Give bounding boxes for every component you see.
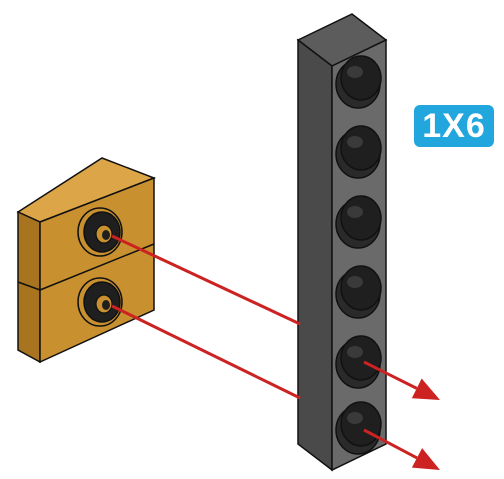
assembly-arrow — [111, 234, 440, 400]
plate-stud — [335, 55, 382, 109]
arrow-head — [411, 448, 440, 470]
gray-plate-1x6 — [296, 13, 388, 472]
assembly-arrow — [111, 304, 440, 470]
arrow-head — [411, 378, 440, 400]
plate-stud — [335, 265, 382, 319]
tan-brick-1x2 — [16, 157, 157, 364]
plate-stud — [335, 125, 382, 179]
plate-stud — [335, 335, 382, 389]
assembly-arrows — [111, 234, 440, 470]
part-count-badge: 1X6 — [414, 105, 494, 147]
tan-stud — [77, 207, 123, 257]
tan-brick-seam — [17, 281, 41, 291]
tan-stud — [77, 277, 123, 327]
tan-brick-front-face — [39, 176, 155, 364]
plate-stud — [335, 195, 382, 249]
gray-plate-left-side — [297, 38, 333, 472]
tan-brick-seam-front — [39, 243, 155, 291]
tan-brick-left-side — [17, 210, 41, 364]
